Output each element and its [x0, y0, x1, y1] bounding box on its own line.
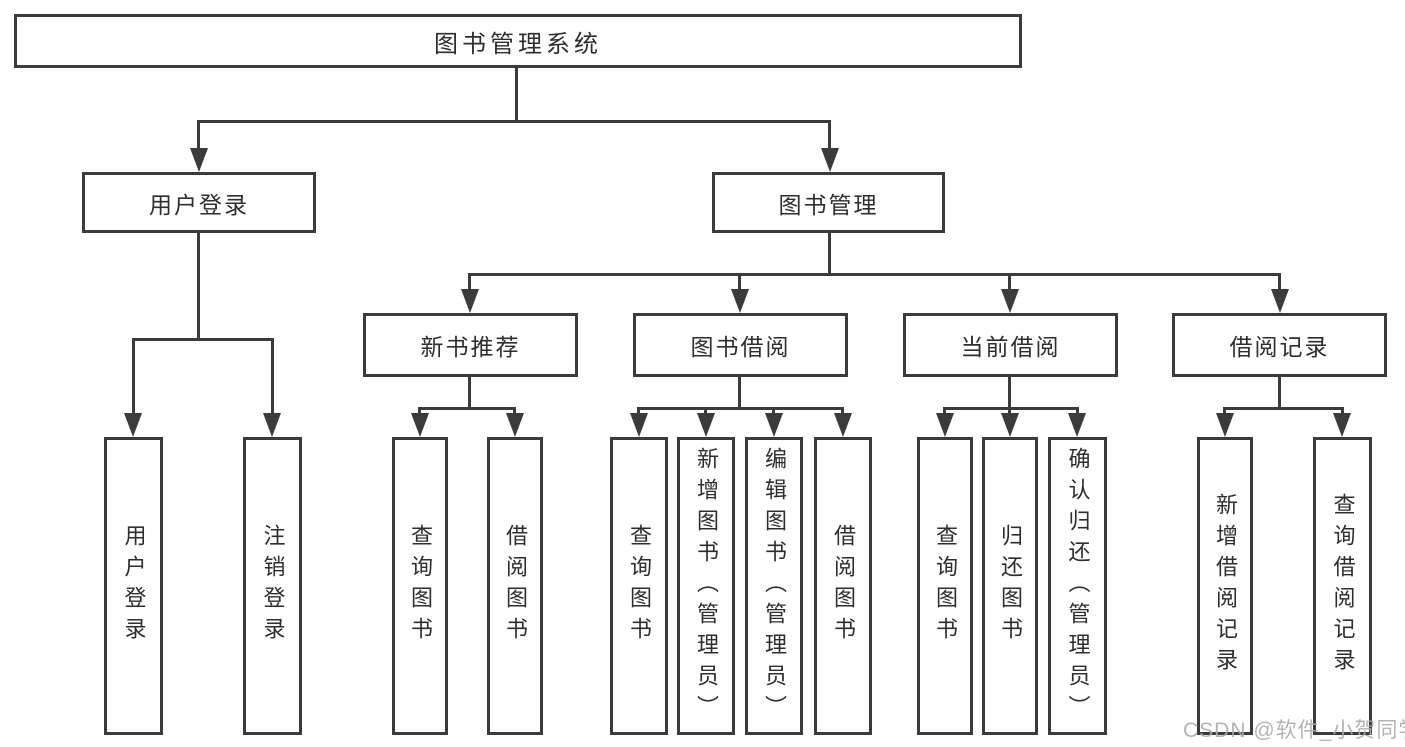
arrow-down-icon — [461, 289, 479, 313]
connector-line — [1076, 407, 1079, 414]
connector-line — [197, 233, 200, 338]
connector-line — [197, 120, 831, 123]
node-root: 图书管理系统 — [14, 14, 1022, 68]
connector-line — [132, 338, 135, 413]
connector-line — [1223, 407, 1226, 414]
connector-line — [1278, 273, 1281, 289]
leaf-user-login: 用户登录 — [104, 437, 163, 735]
arrow-down-icon — [190, 148, 208, 172]
leaf-nbr-borrow-books: 借阅图书 — [487, 437, 543, 735]
leaf-cb-confirm-return-admin-label: 确认归还（管理员） — [1065, 446, 1091, 726]
connector-line — [418, 407, 421, 414]
connector-line — [1223, 407, 1344, 410]
leaf-cb-query-books-label: 查询图书 — [933, 524, 958, 648]
leaf-cb-return-books-label: 归还图书 — [998, 524, 1023, 648]
node-current-borrow: 当前借阅 — [903, 313, 1118, 377]
connector-line — [468, 377, 471, 410]
connector-line — [943, 407, 1079, 410]
leaf-bb-borrow-books: 借阅图书 — [814, 437, 872, 735]
arrow-down-icon — [1001, 289, 1019, 313]
connector-line — [468, 273, 1281, 276]
connector-line — [828, 233, 831, 276]
arrow-down-icon — [697, 413, 715, 437]
connector-line — [468, 273, 471, 289]
arrow-down-icon — [936, 413, 954, 437]
connector-line — [271, 338, 274, 413]
connector-line — [1008, 273, 1011, 289]
connector-line — [738, 273, 741, 289]
connector-line — [738, 377, 741, 410]
arrow-down-icon — [1068, 413, 1086, 437]
arrow-down-icon — [1001, 413, 1019, 437]
connector-line — [418, 407, 516, 410]
leaf-nbr-query-books: 查询图书 — [392, 437, 448, 735]
connector-line — [515, 68, 518, 123]
leaf-cb-confirm-return-admin: 确认归还（管理员） — [1048, 437, 1107, 735]
leaf-bb-query-books: 查询图书 — [610, 437, 668, 735]
leaf-cb-return-books: 归还图书 — [982, 437, 1038, 735]
leaf-bb-borrow-books-label: 借阅图书 — [831, 524, 856, 648]
arrow-down-icon — [1271, 289, 1289, 313]
arrow-down-icon — [834, 413, 852, 437]
leaf-br-add-record: 新增借阅记录 — [1197, 437, 1253, 735]
connector-line — [197, 120, 200, 148]
node-branch-book-management: 图书管理 — [712, 172, 945, 233]
leaf-br-add-record-label: 新增借阅记录 — [1213, 493, 1238, 679]
arrow-down-icon — [1333, 413, 1351, 437]
node-new-book-recommend: 新书推荐 — [363, 313, 578, 377]
connector-line — [513, 407, 516, 414]
watermark: CSDN @软件_小贺同学 — [1183, 719, 1405, 742]
arrow-down-icon — [731, 289, 749, 313]
connector-line — [772, 407, 775, 414]
connector-line — [828, 120, 831, 148]
node-branch-user-login: 用户登录 — [82, 172, 316, 233]
connector-line — [841, 407, 844, 414]
leaf-bb-edit-books-admin: 编辑图书（管理员） — [745, 437, 803, 735]
connector-line — [1008, 377, 1011, 410]
arrow-down-icon — [263, 413, 281, 437]
leaf-bb-edit-books-admin-label: 编辑图书（管理员） — [762, 446, 787, 726]
connector-line — [1278, 377, 1281, 410]
connector-line — [1341, 407, 1344, 414]
arrow-down-icon — [506, 413, 524, 437]
leaf-logout: 注销登录 — [243, 437, 302, 735]
connector-line — [1008, 407, 1011, 414]
leaf-bb-query-books-label: 查询图书 — [627, 524, 652, 648]
leaf-nbr-query-books-label: 查询图书 — [408, 524, 433, 648]
connector-line — [637, 407, 844, 410]
leaf-br-query-record-label: 查询借阅记录 — [1330, 493, 1356, 679]
leaf-bb-add-books-admin-label: 新增图书（管理员） — [694, 446, 719, 726]
leaf-user-login-label: 用户登录 — [121, 524, 147, 648]
node-book-borrow: 图书借阅 — [633, 313, 848, 377]
leaf-br-query-record: 查询借阅记录 — [1313, 437, 1372, 735]
arrow-down-icon — [765, 413, 783, 437]
arrow-down-icon — [124, 413, 142, 437]
connector-line — [704, 407, 707, 414]
arrow-down-icon — [1216, 413, 1234, 437]
connector-line — [943, 407, 946, 414]
connector-line — [637, 407, 640, 414]
leaf-cb-query-books: 查询图书 — [917, 437, 973, 735]
leaf-logout-label: 注销登录 — [260, 524, 286, 648]
node-borrow-records: 借阅记录 — [1172, 313, 1387, 377]
arrow-down-icon — [821, 148, 839, 172]
leaf-bb-add-books-admin: 新增图书（管理员） — [677, 437, 735, 735]
arrow-down-icon — [630, 413, 648, 437]
leaf-nbr-borrow-books-label: 借阅图书 — [503, 524, 528, 648]
arrow-down-icon — [411, 413, 429, 437]
connector-line — [132, 338, 274, 341]
